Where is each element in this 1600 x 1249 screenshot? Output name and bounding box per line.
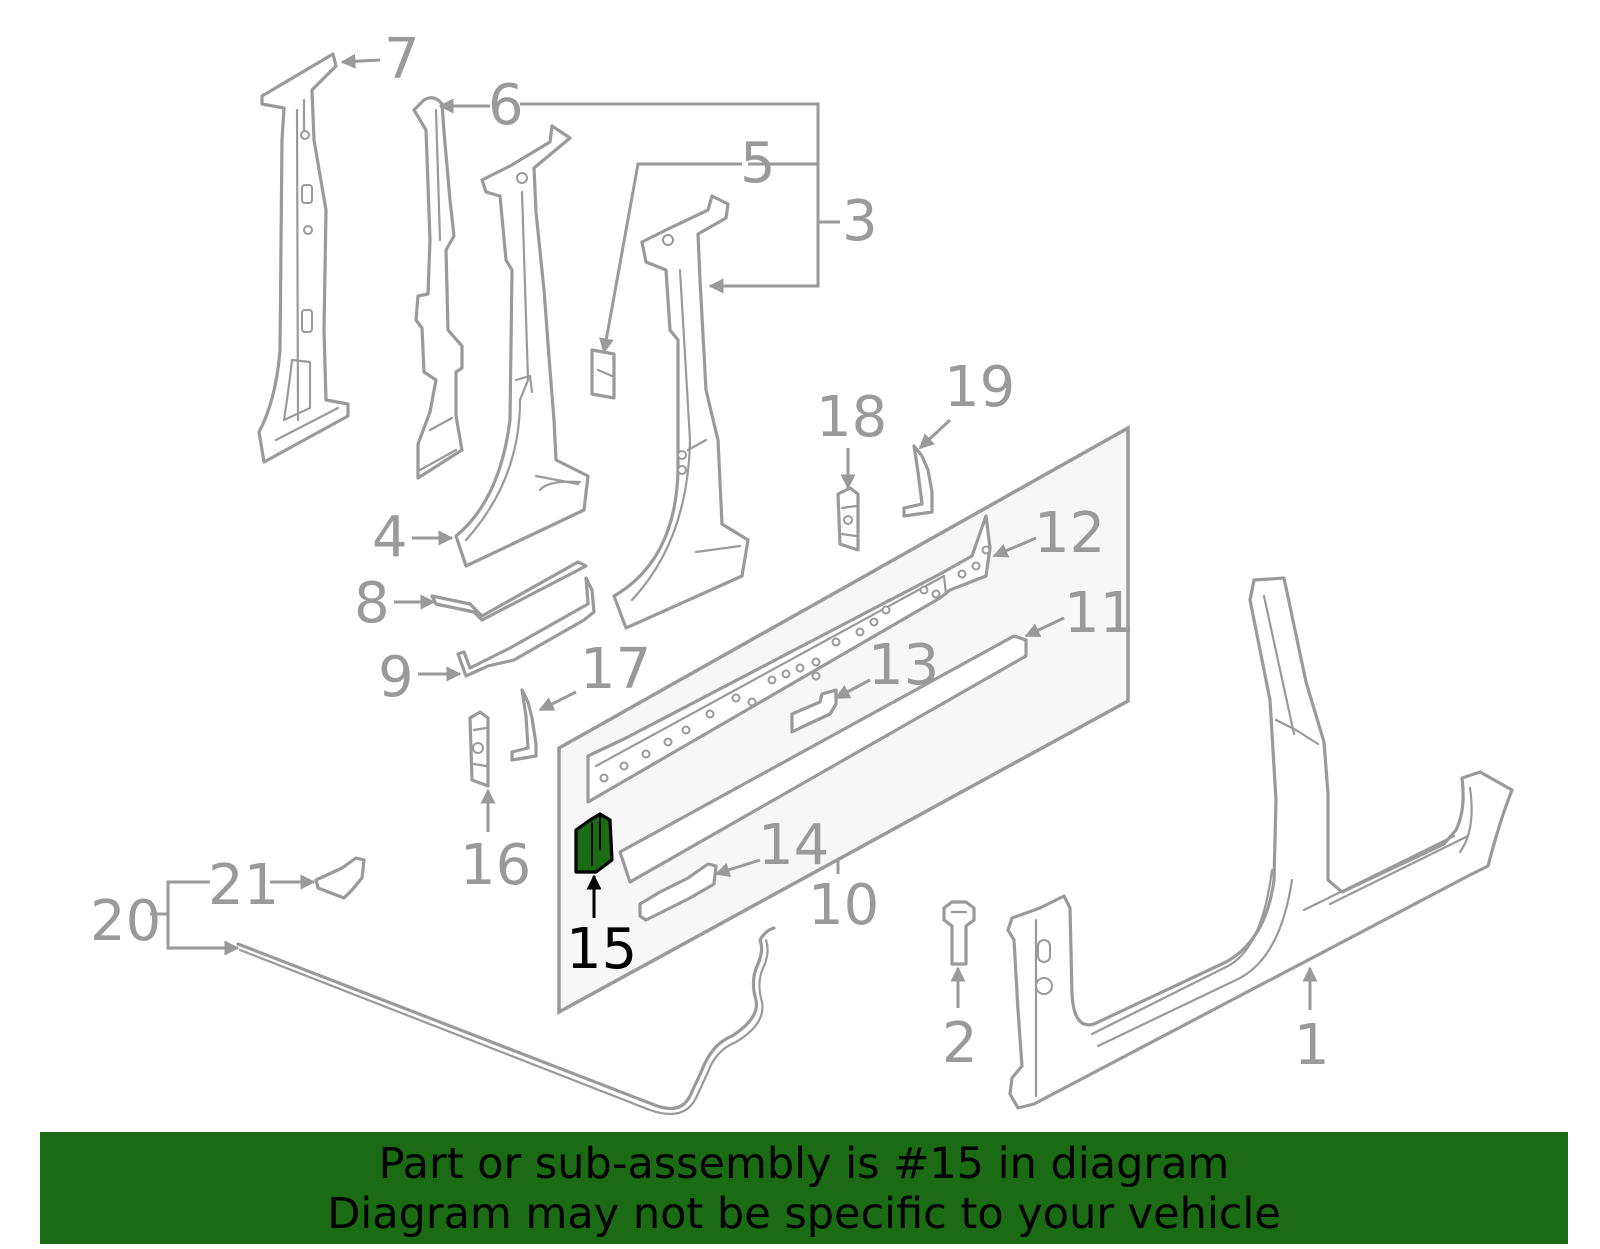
part-17[interactable] (510, 688, 538, 762)
callout-17: 17 (580, 637, 651, 702)
part-7[interactable] (257, 52, 350, 464)
callout-13: 13 (868, 633, 939, 698)
part-20-cable[interactable] (236, 926, 776, 1116)
callout-11: 11 (1064, 581, 1135, 646)
part-19[interactable] (902, 444, 934, 518)
part-13[interactable] (790, 688, 838, 734)
banner-line-2: Diagram may not be specific to your vehi… (327, 1189, 1281, 1239)
part-11[interactable] (618, 634, 1028, 884)
part-21[interactable] (314, 856, 366, 900)
callout-7: 7 (384, 27, 420, 92)
part-2-bolt[interactable] (942, 900, 976, 966)
part-15-highlighted[interactable] (574, 812, 614, 874)
info-banner: Part or sub-assembly is #15 in diagram D… (40, 1132, 1568, 1244)
callout-15: 15 (566, 917, 637, 982)
callout-3: 3 (842, 189, 878, 254)
part-9[interactable] (456, 576, 596, 678)
callout-19: 19 (944, 355, 1015, 420)
callout-10: 10 (808, 873, 879, 938)
leader-lines (150, 53, 1318, 1010)
callout-16: 16 (460, 833, 531, 898)
part-4[interactable] (454, 124, 590, 568)
banner-line-1: Part or sub-assembly is #15 in diagram (378, 1139, 1230, 1189)
callout-12: 12 (1034, 501, 1105, 566)
callout-labels: 7 6 5 3 4 8 9 17 16 18 19 12 11 13 14 10… (90, 27, 1330, 1078)
part-3[interactable] (612, 194, 750, 630)
callout-4: 4 (372, 505, 408, 570)
part-8[interactable] (430, 560, 588, 622)
part-16[interactable] (468, 710, 490, 788)
callout-1: 1 (1294, 1013, 1330, 1078)
callout-14: 14 (758, 813, 829, 878)
part-12[interactable] (586, 514, 992, 804)
callout-2: 2 (942, 1011, 978, 1076)
callout-9: 9 (378, 645, 414, 710)
callout-21: 21 (208, 853, 279, 918)
callout-18: 18 (816, 385, 887, 450)
part-18[interactable] (836, 486, 860, 552)
callout-20: 20 (90, 889, 161, 954)
callout-6: 6 (488, 73, 524, 138)
part-5[interactable] (590, 348, 616, 400)
callout-5: 5 (740, 131, 776, 196)
callout-8: 8 (354, 571, 390, 636)
part-1[interactable] (1006, 576, 1514, 1110)
part-6[interactable] (412, 96, 464, 480)
